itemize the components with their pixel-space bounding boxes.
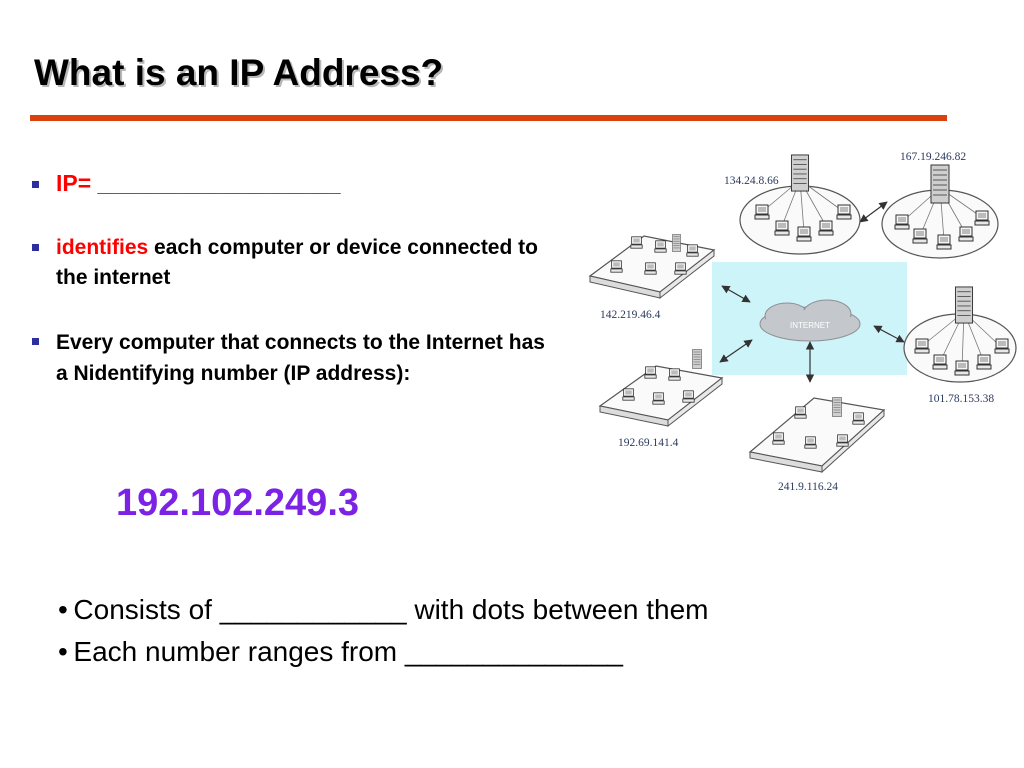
computer-icon	[686, 244, 699, 257]
computer-icon	[796, 226, 812, 242]
network-101-78-153-38: 101.78.153.38	[903, 286, 1017, 405]
computer-icon	[610, 260, 623, 273]
computer-icon	[974, 210, 990, 226]
network-label: 134.24.8.66	[724, 175, 779, 187]
computer-icon	[794, 406, 807, 419]
computer-icon	[622, 388, 635, 401]
computer-icon	[818, 220, 834, 236]
square-bullet-icon	[32, 338, 39, 345]
example-ip-address: 192.102.249.3	[116, 482, 360, 524]
computer-icon	[754, 204, 770, 220]
server-icon	[790, 154, 810, 192]
computer-icon	[976, 354, 992, 370]
computer-icon	[852, 412, 865, 425]
slide-title: What is an IP Address?	[34, 52, 444, 93]
network-label: 192.69.141.4	[618, 437, 679, 449]
server-icon	[672, 234, 681, 252]
network-134-24-8-66: 134.24.8.66	[724, 154, 861, 255]
network-label: 101.78.153.38	[928, 393, 994, 405]
title-underline	[30, 115, 947, 121]
network-192-69-141-4: 192.69.141.4	[598, 349, 724, 449]
computer-icon	[630, 236, 643, 249]
computer-icon	[682, 390, 695, 403]
computer-icon	[958, 226, 974, 242]
bullet-every-computer: Every computer that connects to the Inte…	[32, 327, 562, 389]
server-icon	[954, 286, 974, 324]
computer-icon	[774, 220, 790, 236]
computer-icon	[912, 228, 928, 244]
network-label: 167.19.246.82	[900, 151, 966, 163]
server-icon	[692, 349, 702, 369]
computer-icon	[654, 240, 667, 253]
computer-icon	[936, 234, 952, 250]
every-computer-text: Every computer that connects to the Inte…	[56, 331, 545, 385]
bullet-ip: IP= ___________________	[32, 170, 562, 197]
network-label: 142.219.46.4	[600, 309, 661, 321]
network-241-9-116-24: 241.9.116.24	[748, 397, 886, 493]
computer-icon	[644, 262, 657, 275]
identifies-text: each computer or device connected to the…	[56, 236, 538, 289]
dot-bullet-list: • Consists of ____________ with dots bet…	[58, 589, 709, 673]
computer-icon	[674, 262, 687, 275]
bullet-list: IP= ___________________ identifies each …	[32, 170, 562, 389]
computer-icon	[994, 338, 1010, 354]
square-bullet-icon	[32, 181, 39, 188]
ip-blank-label: IP= ___________________	[56, 170, 341, 196]
identifies-highlight: identifies	[56, 236, 149, 259]
ranges-text: Each number ranges from ______________	[73, 636, 623, 667]
computer-icon	[836, 204, 852, 220]
network-167-19-246-82: 167.19.246.82	[881, 151, 999, 259]
computer-icon	[894, 214, 910, 230]
computer-icon	[644, 366, 657, 379]
bullet-identifies: identifies each computer or device conne…	[32, 233, 562, 293]
internet-cloud-icon: INTERNET	[759, 299, 861, 342]
square-bullet-icon	[32, 244, 39, 251]
dot-bullet-consists: • Consists of ____________ with dots bet…	[58, 594, 709, 625]
computer-icon	[772, 432, 785, 445]
computer-icon	[804, 436, 817, 449]
computer-icon	[668, 368, 681, 381]
server-icon	[930, 164, 950, 204]
internet-network-diagram: INTERNET 134.24.8.66 167.19.246.82	[588, 151, 1017, 493]
server-icon	[832, 397, 842, 417]
computer-icon	[914, 338, 930, 354]
computer-icon	[652, 392, 665, 405]
computer-icon	[836, 434, 849, 447]
consists-text: Consists of ____________ with dots betwe…	[73, 594, 709, 625]
computer-icon	[954, 360, 970, 376]
network-142-219-46-4: 142.219.46.4	[588, 234, 716, 321]
network-label: 241.9.116.24	[778, 481, 838, 493]
dot-bullet-ranges: • Each number ranges from ______________	[58, 636, 623, 667]
cloud-label: INTERNET	[790, 321, 830, 330]
computer-icon	[932, 354, 948, 370]
